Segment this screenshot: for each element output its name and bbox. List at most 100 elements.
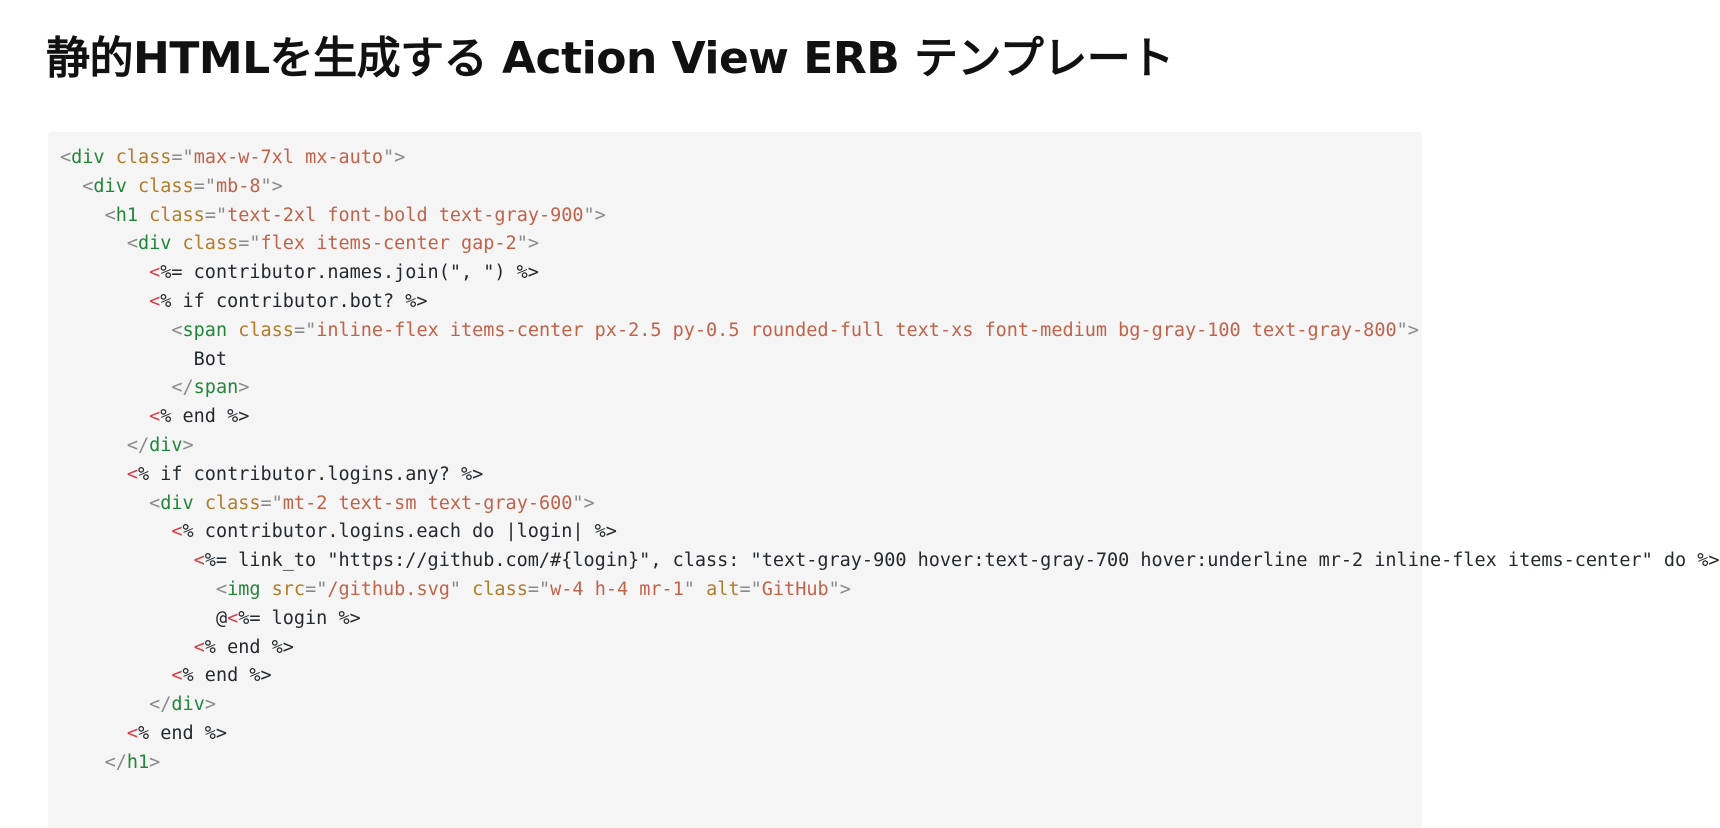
code-string: /github.svg <box>327 578 450 600</box>
code-indent <box>60 752 105 773</box>
code-indent <box>60 320 171 341</box>
code-indent <box>60 291 149 312</box>
code-indent <box>60 637 194 658</box>
code-attribute: class <box>204 492 261 514</box>
code-text <box>127 176 138 197</box>
code-erb-delimiter: < <box>149 406 161 428</box>
code-punctuation: "> <box>1396 319 1419 341</box>
code-punctuation: </ <box>171 377 194 399</box>
code-tag-name: div <box>149 434 183 456</box>
code-line: </span> <box>60 374 1720 403</box>
code-punctuation: < <box>215 578 228 600</box>
code-punctuation: "> <box>583 204 606 226</box>
code-attribute: class <box>238 319 294 341</box>
code-ruby: %= contributor.names.join(", ") %> <box>160 262 539 284</box>
code-ruby: % end %> <box>182 665 272 687</box>
code-punctuation: </ <box>104 751 127 773</box>
code-punctuation: > <box>238 377 250 399</box>
code-punctuation: < <box>149 492 161 514</box>
code-string: max-w-7xl mx-auto <box>193 147 384 168</box>
code-erb-delimiter: < <box>149 262 161 284</box>
code-indent <box>60 579 216 600</box>
code-punctuation: < <box>82 175 94 197</box>
slide-title: 静的HTMLを生成する Action View ERB テンプレート <box>46 33 1174 84</box>
code-string: w-4 h-4 mr-1 <box>550 578 684 600</box>
code-attribute: class <box>115 147 172 168</box>
code-ruby: % end %> <box>160 406 250 428</box>
code-line: <div class="max-w-7xl mx-auto"> <box>60 144 1720 173</box>
code-indent <box>60 233 127 254</box>
code-line: <div class="flex items-center gap-2"> <box>60 230 1720 259</box>
code-erb-delimiter: < <box>126 463 138 485</box>
code-line: @<%= login %> <box>60 605 1720 634</box>
code-line: <%= link_to "https://github.com/#{login}… <box>60 547 1720 576</box>
code-tag-name: div <box>137 233 172 255</box>
code-erb-delimiter: < <box>227 607 239 629</box>
code-punctuation: "> <box>260 175 283 197</box>
code-line: <div class="mb-8"> <box>60 173 1720 202</box>
code-indent <box>60 205 105 226</box>
code-punctuation: < <box>171 319 183 341</box>
code-line: <% end %> <box>60 720 1720 749</box>
code-tag-name: div <box>171 694 205 716</box>
code-tag-name: img <box>227 578 261 600</box>
code-text: @ <box>215 607 228 629</box>
code-tag-name: div <box>71 147 105 168</box>
code-text <box>105 147 116 168</box>
code-text: Bot <box>193 348 228 370</box>
code-text <box>227 320 238 341</box>
code-line: <% end %> <box>60 634 1720 663</box>
code-punctuation: < <box>126 233 138 255</box>
code-punctuation: "> <box>383 147 406 168</box>
code-indent <box>60 694 149 715</box>
code-punctuation: =" <box>260 492 283 514</box>
code-line: <img src="/github.svg" class="w-4 h-4 mr… <box>60 576 1720 605</box>
code-punctuation: =" <box>204 204 228 226</box>
code-punctuation: < <box>60 147 72 168</box>
code-attribute: class <box>182 233 239 255</box>
code-tag-name: h1 <box>115 204 138 226</box>
code-line: <h1 class="text-2xl font-bold text-gray-… <box>60 202 1720 231</box>
code-erb-delimiter: < <box>171 665 183 687</box>
code-tag-name: span <box>193 377 239 399</box>
code-indent <box>60 550 194 571</box>
code-panel: <div class="max-w-7xl mx-auto"> <div cla… <box>48 132 1720 828</box>
code-punctuation: > <box>149 751 161 773</box>
code-string: mt-2 text-sm text-gray-600 <box>282 492 573 514</box>
code-line: </div> <box>60 691 1720 720</box>
code-attribute: class <box>137 175 194 197</box>
code-indent <box>60 435 127 456</box>
code-line: Bot <box>60 346 1720 375</box>
code-line: <span class="inline-flex items-center px… <box>60 317 1720 346</box>
code-indent <box>60 349 194 370</box>
code-tag-name: span <box>182 319 228 341</box>
code-line: <% contributor.logins.each do |login| %> <box>60 518 1720 547</box>
code-indent <box>60 464 127 485</box>
code-punctuation: =" <box>293 319 317 341</box>
code-ruby: %= login %> <box>238 607 361 629</box>
code-punctuation: "> <box>516 233 539 255</box>
code-punctuation: " <box>683 578 695 600</box>
code-ruby: % end %> <box>137 722 228 744</box>
code-punctuation: "> <box>828 578 851 600</box>
code-punctuation: < <box>104 204 116 226</box>
code-punctuation: " <box>449 578 462 600</box>
code-string: inline-flex items-center px-2.5 py-0.5 r… <box>316 319 1397 341</box>
code-erb-delimiter: < <box>193 636 205 658</box>
code-block: <div class="max-w-7xl mx-auto"> <div cla… <box>60 144 1720 778</box>
code-punctuation: =" <box>739 578 762 600</box>
code-punctuation: =" <box>305 578 328 600</box>
code-text <box>261 579 272 600</box>
code-erb-delimiter: < <box>126 722 138 744</box>
code-tag-name: h1 <box>126 751 150 773</box>
code-string: text-2xl font-bold text-gray-900 <box>227 204 584 226</box>
code-ruby: % contributor.logins.each do |login| %> <box>182 521 617 543</box>
code-tag-name: div <box>93 175 127 197</box>
code-ruby: %= link_to "https://github.com/#{login}"… <box>204 550 1720 572</box>
code-indent <box>60 406 149 427</box>
code-string: flex items-center gap-2 <box>260 233 517 255</box>
code-punctuation: </ <box>126 434 150 456</box>
code-indent <box>60 176 82 197</box>
code-line: <% if contributor.logins.any? %> <box>60 461 1720 490</box>
code-attribute: alt <box>706 578 740 600</box>
